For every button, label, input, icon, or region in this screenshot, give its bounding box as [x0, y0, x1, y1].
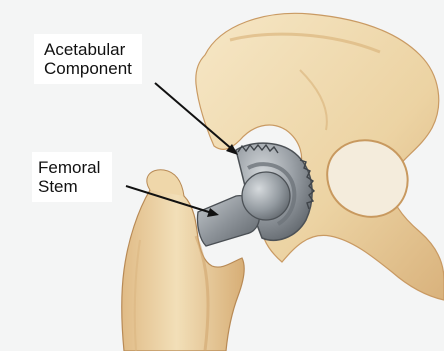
acetabular-label-line1: Acetabular: [44, 40, 132, 59]
femoral-label-line2: Stem: [38, 177, 100, 196]
femoral-head-implant: [242, 172, 290, 220]
acetabular-component-label: Acetabular Component: [34, 34, 142, 84]
femoral-stem-label: Femoral Stem: [32, 152, 112, 202]
femoral-label-line1: Femoral: [38, 158, 100, 177]
acetabular-label-line2: Component: [44, 59, 132, 78]
